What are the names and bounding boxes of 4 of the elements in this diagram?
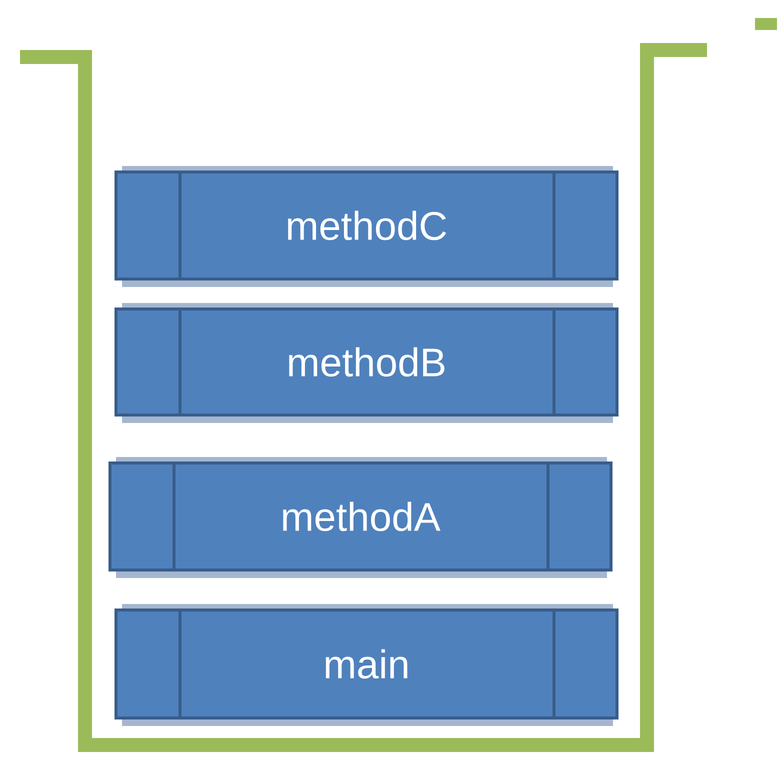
stack-frame-box: methodA: [108, 457, 612, 578]
stack-frame-box: methodC: [114, 166, 618, 287]
stack-frame-box: methodB: [114, 303, 618, 423]
stack-frame-box: main: [114, 604, 618, 726]
